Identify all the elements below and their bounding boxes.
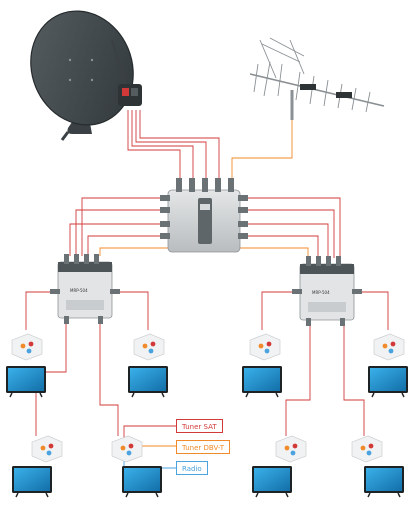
right-multiswitch: MRP-504	[292, 256, 362, 326]
trunk-cables-right	[240, 197, 341, 258]
multiswitch-icon	[160, 178, 248, 253]
legend-tuner-dvbt-label: Tuner DBV-T	[182, 444, 225, 452]
trunk-cables-left	[69, 197, 168, 256]
legend-tuner-dvbt: Tuner DBV-T	[176, 440, 231, 454]
tv-icon	[12, 466, 52, 498]
wall-socket-icon	[249, 333, 281, 361]
wall-socket-icon	[111, 435, 143, 463]
tv-icon	[368, 366, 408, 398]
tv-icon	[122, 466, 162, 498]
wall-socket-icon	[373, 333, 405, 361]
sat-feed-cables	[127, 110, 220, 178]
satellite-dish-icon	[30, 10, 142, 141]
wall-socket-icon	[11, 333, 43, 361]
left-multiswitch-label: MRP-504	[70, 288, 88, 293]
legend-radio-label: Radio	[182, 465, 202, 473]
terrestrial-feed-cable	[231, 118, 293, 178]
outlet-cables-right	[261, 291, 389, 436]
wall-socket-icon	[31, 435, 63, 463]
right-multiswitch-label: MRP-504	[312, 290, 330, 295]
legend-tuner-sat: Tuner SAT	[176, 419, 223, 433]
legend-tuner-sat-label: Tuner SAT	[182, 423, 217, 431]
tv-icon	[364, 466, 404, 498]
tv-icon	[252, 466, 292, 498]
outlet-cables-left	[25, 291, 149, 436]
tv-icon	[128, 366, 168, 398]
legend-radio: Radio	[176, 461, 208, 475]
tv-icon	[242, 366, 282, 398]
tv-antenna-icon	[249, 37, 385, 120]
tv-icon	[6, 366, 46, 398]
wall-socket-icon	[133, 333, 165, 361]
wall-socket-icon	[275, 435, 307, 463]
left-multiswitch: MRP-504	[50, 254, 120, 324]
wall-socket-icon	[351, 435, 383, 463]
